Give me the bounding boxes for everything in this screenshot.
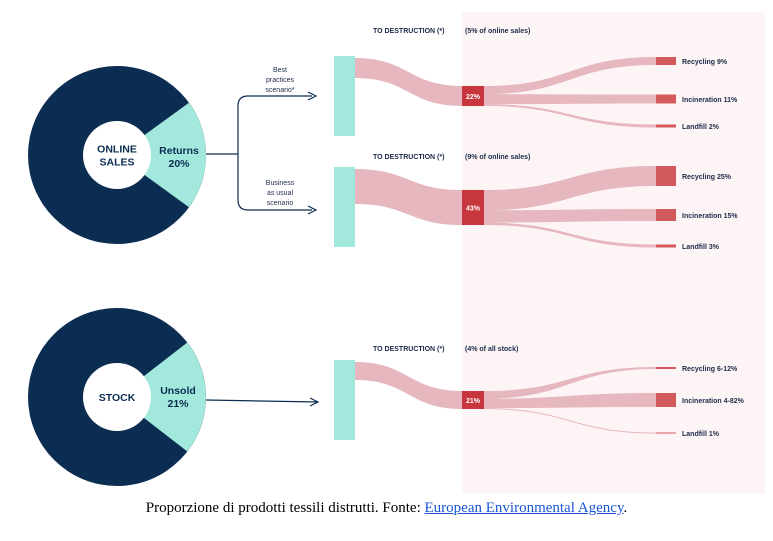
- share-header: (4% of all stock): [465, 346, 518, 353]
- best-practices-label: practices: [266, 77, 295, 84]
- scenario-bracket: [206, 95, 312, 211]
- best-practices-label: Best: [273, 67, 287, 74]
- outcome-flow: [484, 367, 656, 399]
- destruction-panel: [462, 12, 765, 494]
- outcome-flow: [484, 408, 656, 434]
- source-bar: [334, 56, 355, 136]
- outcome-flow: [484, 209, 656, 223]
- source-bar: [334, 167, 355, 247]
- outcome-label: Landfill 1%: [682, 431, 720, 438]
- destruction-header: TO DESTRUCTION (*): [373, 28, 444, 35]
- outcome-label: Recycling 6-12%: [682, 366, 738, 373]
- stock-donut-slice: [117, 342, 206, 452]
- destruction-node-label: 43%: [466, 206, 481, 213]
- arrow-icon: [309, 397, 320, 407]
- online-donut-slice: [117, 102, 206, 208]
- business-as-usual-label: as usual: [267, 190, 294, 197]
- outcome-bar: [656, 432, 676, 434]
- destruction-header: TO DESTRUCTION (*): [373, 346, 444, 353]
- share-header: (9% of online sales): [465, 154, 530, 161]
- arrow-icon: [307, 91, 318, 101]
- stock-connector: [205, 399, 319, 403]
- destruction-node: [462, 86, 484, 106]
- caption-text: Proporzione di prodotti tessili distrutt…: [145, 500, 425, 516]
- outcome-label: Incineration 4-82%: [682, 398, 745, 405]
- outcome-bar: [656, 166, 676, 186]
- business-as-usual-label: Business: [266, 180, 295, 187]
- destruction-node-label: 22%: [466, 94, 481, 101]
- destruction-node-label: 21%: [466, 398, 481, 405]
- stock-donut-hole: [83, 363, 151, 431]
- caption-period: .: [623, 500, 628, 516]
- outcome-label: Incineration 15%: [682, 213, 738, 220]
- stock-slice-label: Unsold: [160, 385, 196, 397]
- outcome-flow: [484, 94, 656, 105]
- outcome-label: Recycling 9%: [682, 59, 728, 66]
- outcome-flow: [484, 166, 656, 211]
- outcome-flow: [484, 222, 656, 248]
- outcome-label: Recycling 25%: [682, 174, 732, 181]
- outcome-bar: [656, 94, 676, 104]
- outcome-bar: [656, 244, 676, 248]
- arrow-icon: [307, 205, 318, 215]
- destruction-node: [462, 190, 484, 225]
- destruction-flow: [355, 362, 462, 409]
- source-bar: [334, 360, 355, 440]
- outcome-flow: [484, 104, 656, 128]
- online-slice-label: 20%: [168, 158, 190, 170]
- destruction-flow: [355, 169, 462, 225]
- outcome-bar: [656, 57, 676, 65]
- source-link[interactable]: European Environmental Agency: [424, 500, 624, 516]
- figure-caption: Proporzione di prodotti tessili distrutt…: [0, 500, 773, 517]
- outcome-flow: [484, 393, 656, 409]
- online-donut-hole: [83, 121, 151, 189]
- outcome-bar: [656, 209, 676, 221]
- destruction-node: [462, 391, 484, 409]
- online-center-label: ONLINE: [97, 144, 137, 156]
- outcome-label: Landfill 3%: [682, 244, 720, 251]
- textile-destruction-diagram: ONLINESALESReturns20%STOCKUnsold21%Bestp…: [28, 12, 765, 494]
- destruction-flow: [355, 58, 462, 106]
- stock-center-label: STOCK: [99, 392, 136, 404]
- stock-slice-label: 21%: [167, 398, 189, 410]
- outcome-label: Landfill 2%: [682, 124, 720, 131]
- destruction-header: TO DESTRUCTION (*): [373, 154, 444, 161]
- share-header: (5% of online sales): [465, 28, 530, 35]
- outcome-label: Incineration 11%: [682, 97, 738, 104]
- online-center-label: SALES: [99, 157, 134, 169]
- outcome-bar: [656, 124, 676, 128]
- outcome-bar: [656, 367, 676, 369]
- best-practices-label: scenario*: [265, 87, 294, 94]
- outcome-bar: [656, 393, 676, 407]
- business-as-usual-label: scenario: [267, 200, 294, 207]
- online-slice-label: Returns: [159, 145, 199, 157]
- outcome-flow: [484, 57, 656, 95]
